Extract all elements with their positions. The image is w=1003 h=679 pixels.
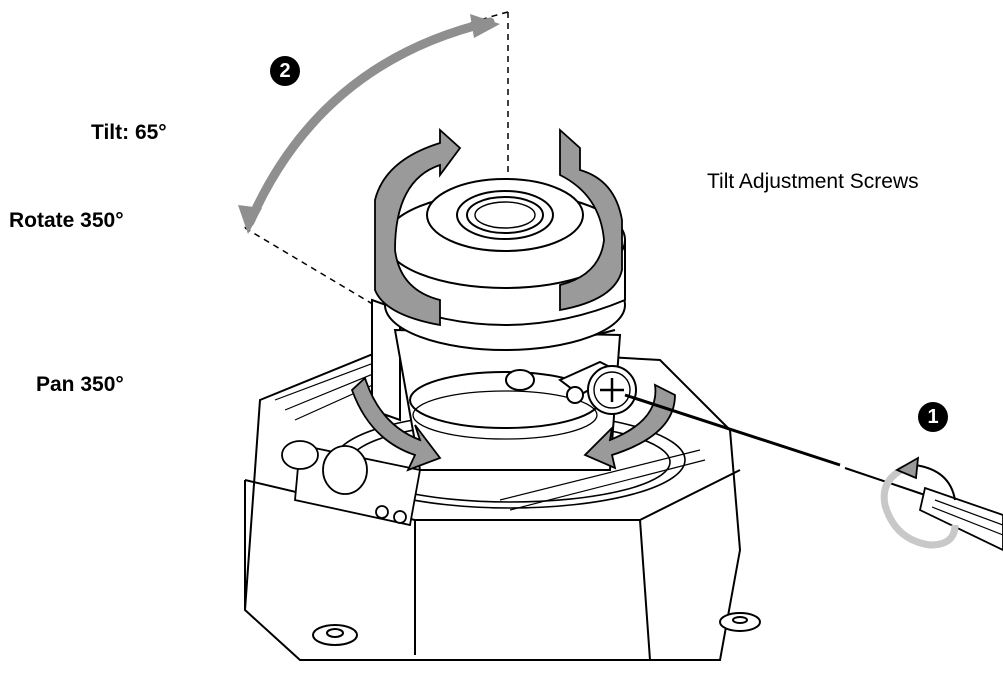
pan-label: Pan 350° <box>36 373 124 396</box>
lens-module <box>384 178 626 351</box>
pan-arrows <box>350 376 676 472</box>
rotate-arrows <box>374 127 623 327</box>
connector-block <box>281 440 422 527</box>
step-2-badge: 2 <box>270 56 300 86</box>
camera-body <box>371 298 622 471</box>
rotate-label: Rotate 350° <box>9 209 124 232</box>
screwdriver-icon <box>844 456 1003 551</box>
tilt-adjustment-screws-label: Tilt Adjustment Screws <box>707 170 919 193</box>
tilt-adjustment-screw <box>558 360 637 415</box>
screw-leader-line <box>624 393 841 467</box>
step-1-badge: 1 <box>918 402 948 432</box>
tilt-label: Tilt: 65° <box>91 121 167 144</box>
tilt-arc-arrow <box>238 14 500 234</box>
